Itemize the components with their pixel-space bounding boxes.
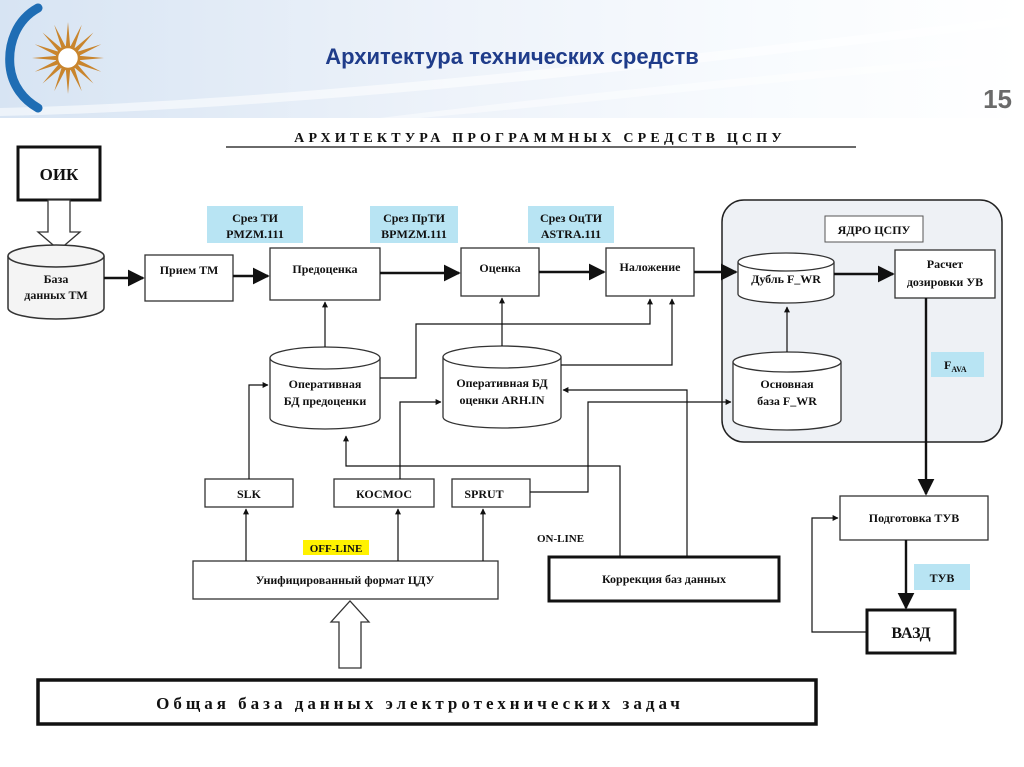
- kosmos-box: КОСМОС: [333, 478, 435, 508]
- op-bd-predocenki-label-1: Оперативная: [289, 377, 362, 391]
- slk-box: SLK: [204, 478, 294, 508]
- vazd-box: ВАЗД: [865, 608, 957, 655]
- general-db-up-hollow-arrow: [329, 600, 371, 669]
- priem-tm-label: Прием ТМ: [160, 263, 219, 277]
- op-bd-ocenki-db: Оперативная БД оценки ARH.IN: [442, 345, 562, 429]
- ocenka-box: Оценка: [460, 247, 540, 297]
- tm-database-label-2: данных ТМ: [24, 288, 87, 302]
- dubl-fwr-label: Дубль F_WR: [751, 272, 821, 286]
- offline-label: OFF-LINE: [303, 540, 369, 555]
- online-label: ON-LINE: [537, 533, 584, 545]
- diagram-heading: АРХИТЕКТУРА ПРОГРАММНЫХ СРЕДСТВ ЦСПУ: [294, 131, 786, 146]
- note-srez-octi-1: Срез ОцТИ: [540, 211, 603, 225]
- page-number: 15: [983, 84, 1012, 114]
- vazd-label: ВАЗД: [891, 625, 930, 642]
- note-srez-prti: Срез ПрТИ BPMZM.111: [370, 206, 458, 243]
- korrekciya-label: Коррекция баз данных: [602, 572, 726, 586]
- general-db-bar: Общая база данных электротехнических зад…: [36, 678, 818, 726]
- note-f-ava-label: FAVA: [944, 358, 967, 374]
- sprut-box: SPRUT: [451, 478, 531, 508]
- core-title: ЯДРО ЦСПУ: [838, 223, 911, 237]
- tm-database-label-1: База: [44, 272, 69, 286]
- osnovnaya-label-1: Основная: [760, 377, 814, 391]
- op-bd-ocenki-label-2: оценки ARH.IN: [460, 393, 545, 407]
- note-srez-ti-2: PMZM.111: [226, 227, 284, 241]
- note-srez-ti: Срез ТИ PMZM.111: [207, 206, 303, 243]
- op-bd-ocenki-label-1: Оперативная БД: [456, 376, 548, 390]
- predocenka-label: Предоценка: [292, 262, 357, 276]
- podgotovka-tuv-box: Подготовка ТУВ: [839, 495, 989, 541]
- note-srez-octi-2: ASTRA.111: [541, 227, 601, 241]
- dubl-fwr-db: Дубль F_WR: [737, 252, 835, 304]
- raschet-label-1: Расчет: [927, 257, 964, 271]
- kosmos-label: КОСМОС: [356, 487, 412, 501]
- sprut-label: SPRUT: [464, 487, 503, 501]
- offline-text: OFF-LINE: [310, 543, 363, 555]
- oik-box: ОИК: [16, 145, 102, 202]
- unified-format-box: Унифицированный формат ЦДУ: [192, 560, 499, 600]
- slide-header: Архитектура технических средств 15: [0, 0, 1024, 118]
- header-swoosh: [0, 16, 1024, 118]
- unified-format-label: Унифицированный формат ЦДУ: [256, 573, 435, 587]
- oik-label: ОИК: [40, 165, 79, 184]
- korrekciya-box: Коррекция баз данных: [547, 555, 781, 603]
- note-tuv-label: ТУВ: [930, 571, 955, 585]
- raschet-label-2: дозировки УВ: [907, 275, 983, 289]
- op-bd-predocenki-db: Оперативная БД предоценки: [269, 346, 381, 430]
- ocenka-label: Оценка: [479, 261, 520, 275]
- oik-to-db-hollow-arrow: [36, 199, 82, 251]
- sun-rays-logo-icon: [5, 3, 104, 113]
- note-srez-prti-1: Срез ПрТИ: [383, 211, 446, 225]
- note-srez-prti-2: BPMZM.111: [381, 227, 447, 241]
- nalozhenie-label: Наложение: [620, 260, 682, 274]
- tm-database: База данных ТМ: [7, 244, 105, 320]
- note-srez-ti-1: Срез ТИ: [232, 211, 278, 225]
- slk-label: SLK: [237, 487, 262, 501]
- connector-lines: [104, 263, 935, 633]
- general-db-label: Общая база данных электротехнических зад…: [156, 694, 684, 713]
- podgotovka-tuv-label: Подготовка ТУВ: [869, 511, 960, 525]
- predocenka-box: Предоценка: [269, 247, 381, 301]
- osnovnaya-fwr-db: Основная база F_WR: [732, 351, 842, 431]
- note-srez-octi: Срез ОцТИ ASTRA.111: [528, 206, 614, 243]
- op-bd-predocenki-label-2: БД предоценки: [284, 394, 367, 408]
- note-tuv: ТУВ: [914, 564, 970, 590]
- raschet-box: Расчет дозировки УВ: [894, 249, 996, 299]
- slide-title: Архитектура технических средств: [325, 44, 699, 69]
- note-f-ava: FAVA: [931, 352, 984, 377]
- nalozhenie-box: Наложение: [605, 247, 695, 297]
- osnovnaya-label-2: база F_WR: [757, 394, 817, 408]
- priem-tm-box: Прием ТМ: [144, 254, 234, 302]
